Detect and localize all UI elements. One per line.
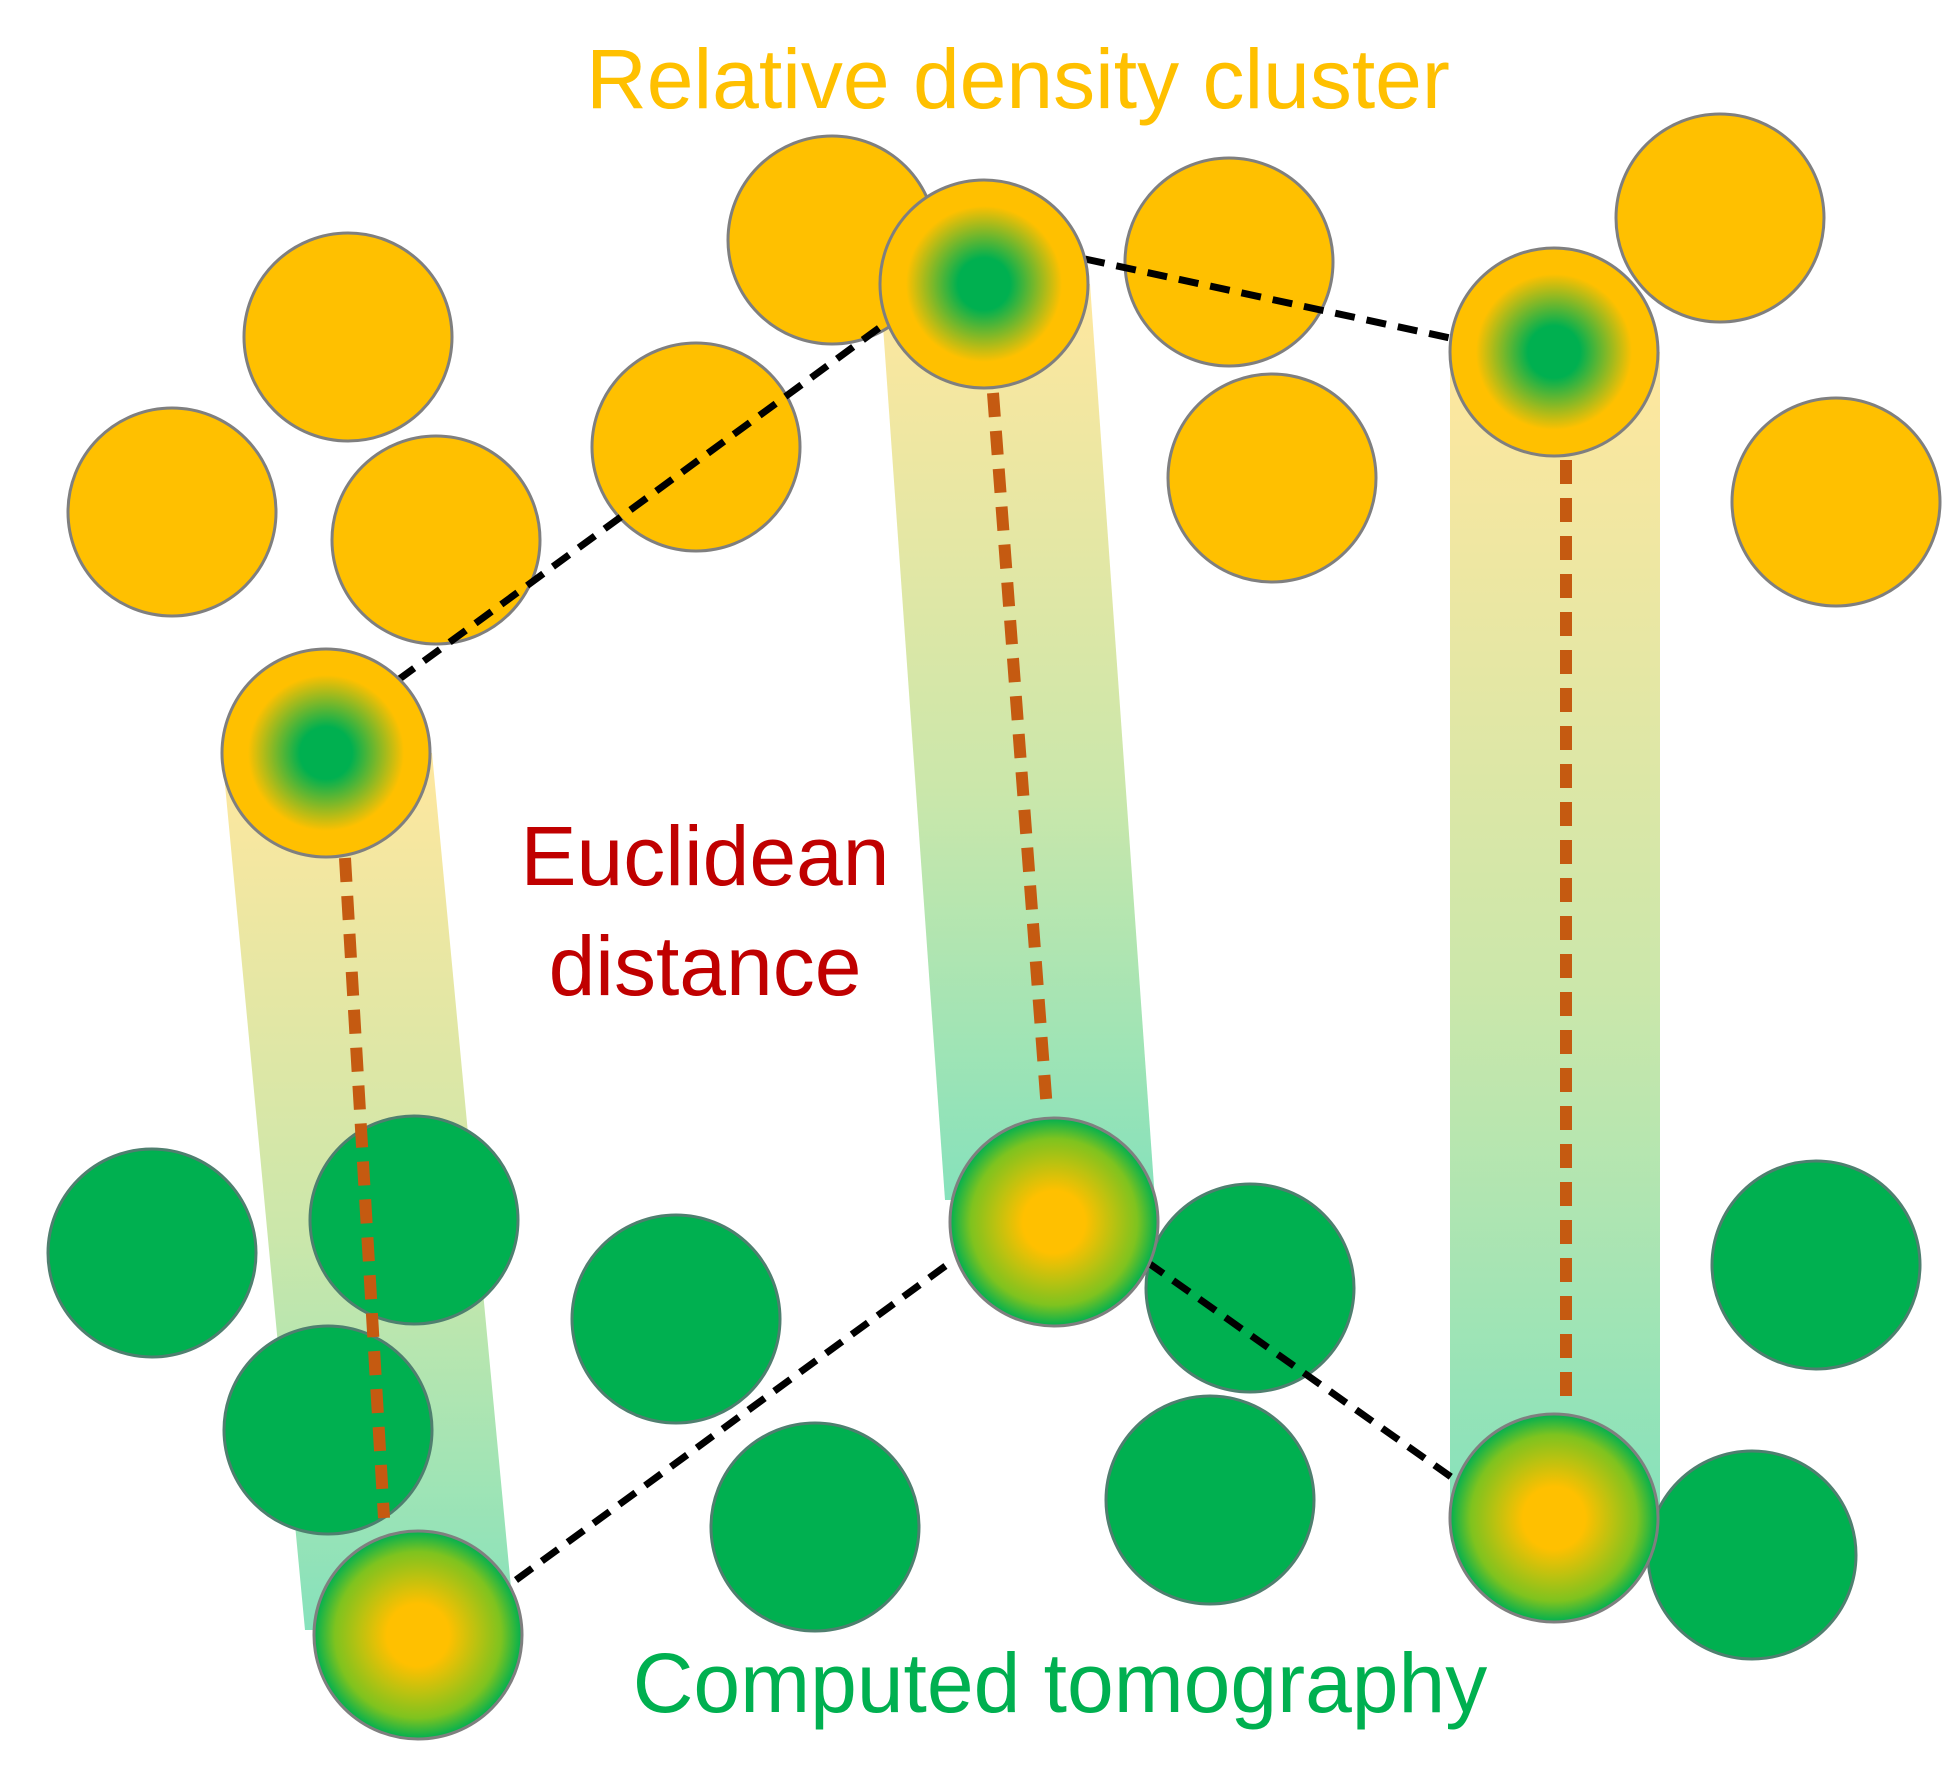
green-circle (1104, 1394, 1316, 1606)
orange-circle (66, 406, 278, 618)
euclidean-distance-lines (339, 392, 1572, 1519)
highlight-circle-bottom-middle (948, 1116, 1160, 1328)
label-euclidean: Euclidean (521, 809, 890, 903)
title-relative-density-cluster: Relative density cluster (586, 32, 1450, 126)
cluster-connectors (395, 255, 1457, 1583)
green-circle (709, 1421, 921, 1633)
orange-circle (1730, 396, 1942, 608)
orange-circle (1614, 112, 1826, 324)
connector-top-left (395, 317, 893, 683)
highlight-circle-bottom-left (312, 1529, 524, 1741)
orange-circle (1166, 372, 1378, 584)
connector-bottom-left (513, 1256, 958, 1583)
green-circle (1646, 1449, 1858, 1661)
label-distance: distance (549, 919, 862, 1013)
green-circle (46, 1147, 258, 1359)
highlight-top (220, 178, 1660, 859)
orange-circle (1123, 156, 1335, 368)
title-computed-tomography: Computed tomography (633, 1636, 1487, 1730)
highlight-bottom (312, 1116, 1660, 1741)
distance-line-left (339, 857, 390, 1519)
orange-circle (242, 231, 454, 443)
highlight-circle-bottom-right (1448, 1412, 1660, 1624)
highlight-circle-top-middle (878, 178, 1090, 390)
orange-circle (330, 434, 542, 646)
highlight-circle-top-right (1448, 246, 1660, 458)
green-circle (1710, 1159, 1922, 1371)
orange-cluster (66, 112, 1942, 646)
orange-circle (590, 341, 802, 553)
green-circle (308, 1114, 520, 1326)
green-circle (570, 1213, 782, 1425)
green-cluster (46, 1114, 1922, 1661)
distance-line-middle (987, 392, 1053, 1111)
band-right (1450, 352, 1660, 1520)
highlight-circle-top-left (220, 647, 432, 859)
green-circle (1144, 1182, 1356, 1394)
green-circle (222, 1324, 434, 1536)
